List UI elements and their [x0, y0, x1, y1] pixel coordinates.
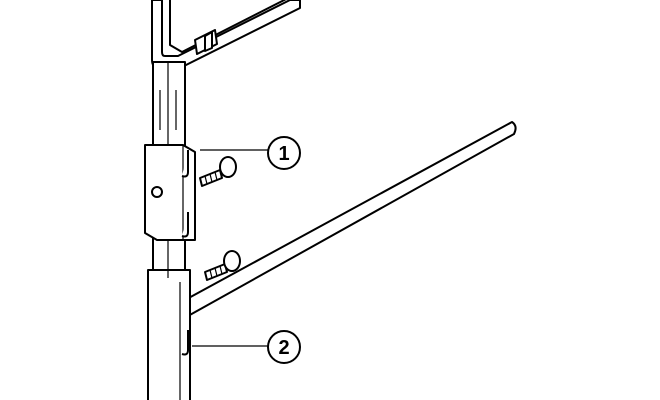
callout-1-label: 1: [278, 143, 289, 165]
upper-post: [152, 61, 186, 148]
callout-2-label: 2: [278, 337, 289, 359]
clip: [181, 330, 189, 356]
connector-sleeve: [144, 144, 196, 241]
top-bracket: [151, 0, 301, 69]
screw-upper: [199, 156, 237, 187]
callout-2: 2: [192, 330, 301, 364]
screw-lower: [204, 250, 241, 281]
callout-1: 1: [200, 136, 301, 170]
lower-post: [147, 237, 191, 400]
crossbar-rod: [184, 121, 517, 317]
